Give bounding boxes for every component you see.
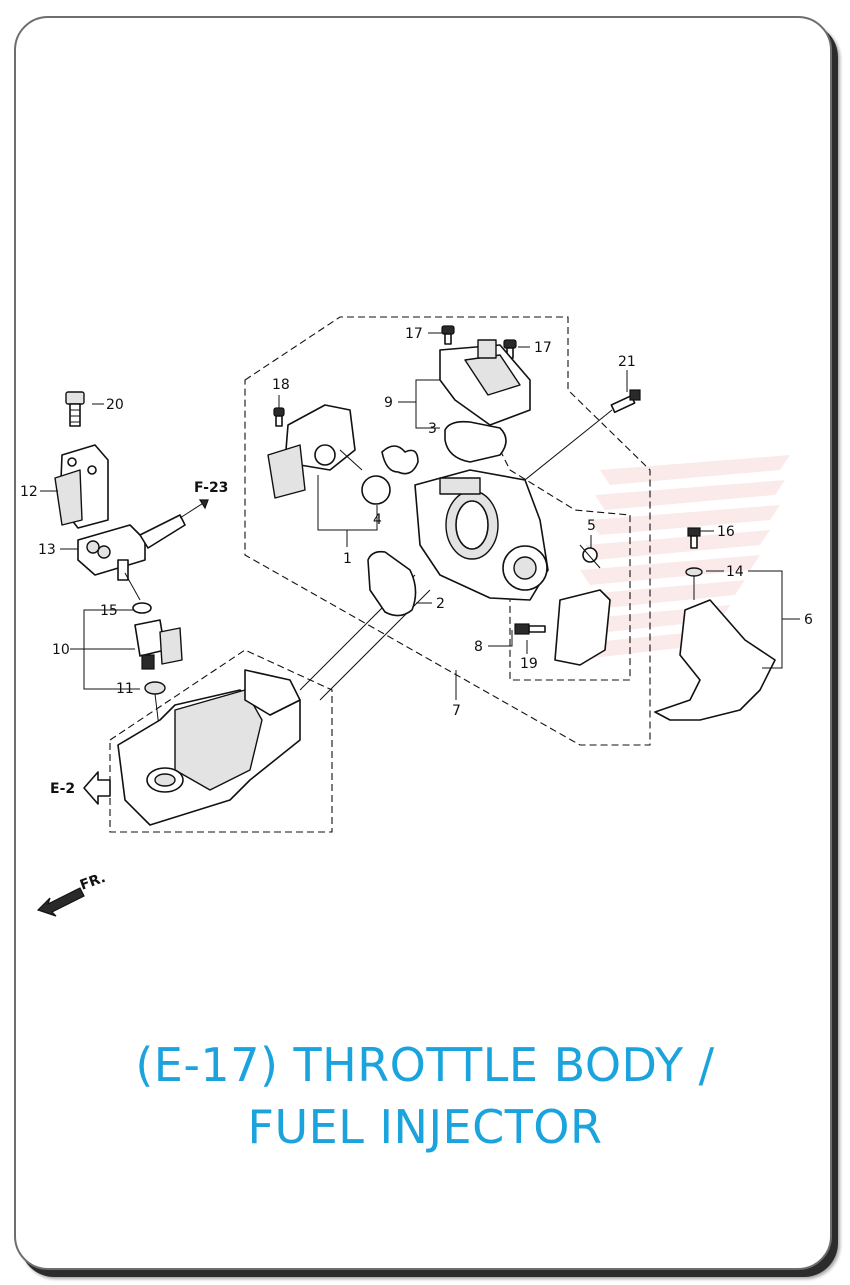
bracket-12 bbox=[54, 444, 109, 529]
bolt-20 bbox=[65, 391, 85, 427]
intake-pipe bbox=[117, 669, 301, 826]
callout-15: 15 bbox=[100, 603, 118, 619]
o-ring-15 bbox=[132, 602, 152, 614]
throttle-sensor-1 bbox=[267, 404, 363, 499]
callout-6: 6 bbox=[804, 612, 813, 628]
callout-8: 8 bbox=[474, 639, 483, 655]
callout-11: 11 bbox=[116, 681, 134, 697]
callout-13: 13 bbox=[38, 542, 56, 558]
seal-11 bbox=[144, 681, 166, 695]
callout-14: 14 bbox=[726, 564, 744, 580]
callout-17b: 17 bbox=[534, 340, 552, 356]
o-ring-4 bbox=[361, 445, 419, 505]
screw-17-left bbox=[441, 325, 455, 345]
callout-9: 9 bbox=[384, 395, 393, 411]
callout-2: 2 bbox=[436, 596, 445, 612]
callout-3: 3 bbox=[428, 421, 437, 437]
callout-10: 10 bbox=[52, 642, 70, 658]
callout-16: 16 bbox=[717, 524, 735, 540]
idle-valve-9 bbox=[439, 339, 531, 426]
f23-arrow bbox=[179, 499, 209, 519]
bracket-8 bbox=[554, 544, 611, 666]
callout-12: 12 bbox=[20, 484, 38, 500]
screw-18 bbox=[273, 407, 285, 427]
callout-19: 19 bbox=[520, 656, 538, 672]
e2-arrow bbox=[83, 771, 111, 805]
bolt-19 bbox=[514, 623, 546, 635]
front-arrow-icon bbox=[36, 887, 85, 917]
ref-front: FR. bbox=[78, 870, 108, 894]
watermark-wing bbox=[565, 455, 790, 660]
callout-7: 7 bbox=[452, 703, 461, 719]
assembly-7-outline bbox=[244, 316, 651, 746]
ref-f23: F-23 bbox=[194, 480, 228, 496]
page-title-line-2: FUEL INJECTOR bbox=[247, 1100, 603, 1154]
callout-5: 5 bbox=[587, 518, 596, 534]
gasket-2 bbox=[367, 550, 417, 617]
page-title-line-1: (E-17) THROTTLE BODY / bbox=[135, 1038, 715, 1092]
callout-20: 20 bbox=[106, 397, 124, 413]
callout-4: 4 bbox=[373, 512, 382, 528]
washer-14 bbox=[685, 567, 703, 577]
callout-labels: 20 12 13 15 10 11 17 17 18 9 3 4 1 2 7 8… bbox=[20, 326, 813, 719]
callout-17a: 17 bbox=[405, 326, 423, 342]
bolt-21 bbox=[610, 389, 641, 414]
callout-1: 1 bbox=[343, 551, 352, 567]
intake-pipe-outline bbox=[109, 649, 333, 833]
callout-18: 18 bbox=[272, 377, 290, 393]
assembly-8-outline bbox=[499, 449, 631, 681]
callout-21: 21 bbox=[618, 354, 636, 370]
leader-lines bbox=[40, 332, 800, 700]
throttle-body bbox=[414, 469, 549, 601]
cover-6 bbox=[654, 599, 776, 721]
gasket-3 bbox=[444, 420, 507, 463]
screw-16 bbox=[687, 527, 701, 549]
injector-joint-13 bbox=[77, 514, 186, 581]
fuel-injector-10 bbox=[134, 619, 183, 670]
ref-e2: E-2 bbox=[50, 781, 75, 797]
